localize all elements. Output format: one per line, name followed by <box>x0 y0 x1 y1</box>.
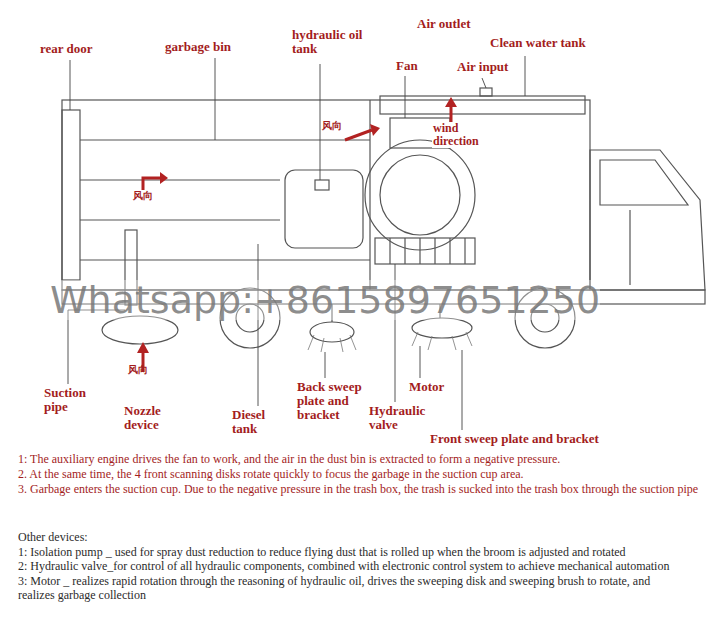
nozzle <box>102 316 178 344</box>
note-text: 1: The auxiliary engine drives the fan t… <box>18 452 718 467</box>
air-input-fitting <box>480 88 492 96</box>
rear-door <box>62 110 80 280</box>
part-label: Hydraulic valve <box>369 404 439 432</box>
flow-label: 风向 <box>132 190 154 201</box>
watermark: Whatsapp:+8615897651250 <box>50 280 600 320</box>
part-label: Front sweep plate and bracket <box>430 432 599 446</box>
note-text: 3. Garbage enters the suction cup. Due t… <box>18 482 718 497</box>
part-label: Clean water tank <box>490 36 586 50</box>
note-text: 3: Motor _ realizes rapid rotation throu… <box>18 574 678 603</box>
note-text: 1: Isolation pump _ used for spray dust … <box>18 545 678 560</box>
hydraulic-tank <box>285 170 363 248</box>
flow-label: 风向 <box>128 364 148 375</box>
part-label: Fan <box>396 59 418 73</box>
fan-circle <box>365 140 475 250</box>
cab <box>590 150 705 290</box>
body-outline <box>62 100 590 290</box>
part-label: rear door <box>40 42 93 56</box>
part-label: Back sweep plate and bracket <box>297 380 377 422</box>
part-label: Air outlet <box>417 17 471 31</box>
flow-label: 风向 <box>322 120 342 131</box>
cab-window <box>600 160 688 205</box>
part-label: garbage bin <box>165 40 231 54</box>
front-sweeper <box>412 318 472 338</box>
part-label: Air input <box>457 60 508 74</box>
note-text: 2. At the same time, the 4 front scannin… <box>18 467 718 482</box>
valve-block <box>375 238 475 264</box>
part-label: Motor <box>409 380 444 394</box>
note-heading: Other devices: <box>18 530 718 545</box>
flow-label: wind direction <box>432 122 506 148</box>
part-label: Suction pipe <box>44 386 102 414</box>
part-label: Diesel tank <box>232 408 278 436</box>
back-sweeper <box>310 322 354 342</box>
note-text: 2: Hydraulic valve_for control of all hy… <box>18 559 678 574</box>
part-label: Nozzle device <box>124 404 180 432</box>
water-tank <box>380 96 585 114</box>
part-label: hydraulic oil tank <box>292 28 376 56</box>
